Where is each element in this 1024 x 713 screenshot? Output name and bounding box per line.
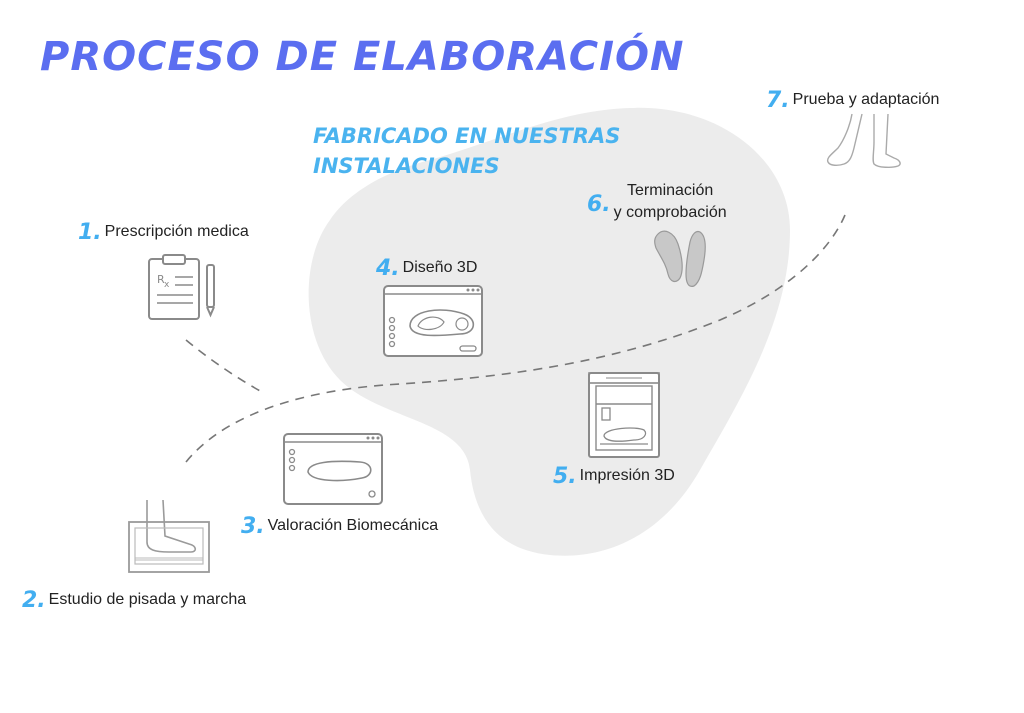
step-4-number: 4.: [376, 256, 400, 281]
step-3-text: Valoración Biomecánica: [267, 517, 439, 534]
step-6-text-line2: y comprobación: [613, 204, 727, 221]
svg-text:R: R: [157, 273, 165, 286]
step-7-number: 7.: [766, 88, 790, 113]
step-3-number: 3.: [241, 514, 265, 539]
step-1-label: 1.Prescripción medica: [78, 220, 249, 245]
step-1-number: 1.: [78, 220, 102, 245]
feet-walking-icon: [826, 113, 901, 169]
foot-scanner-icon: [128, 499, 210, 573]
step-5-text: Impresión 3D: [579, 467, 675, 484]
step-4-label: 4.Diseño 3D: [376, 256, 477, 281]
prescription-clipboard-icon: R x: [148, 254, 215, 320]
step-5-number: 5.: [553, 464, 577, 489]
svg-text:x: x: [164, 280, 170, 290]
step-4-text: Diseño 3D: [402, 259, 478, 276]
design-3d-screen-icon: [383, 285, 483, 357]
step-2-number: 2.: [22, 588, 46, 613]
step-6-label: 6. Terminación y comprobación: [587, 180, 727, 224]
step-3-label: 3.Valoración Biomecánica: [241, 514, 438, 539]
page-title: PROCESO DE ELABORACIÓN: [40, 34, 685, 80]
insoles-icon: [654, 230, 706, 287]
step-7-text: Prueba y adaptación: [792, 91, 940, 108]
biomechanics-screen-icon: [283, 433, 383, 505]
step-6-number: 6.: [587, 192, 611, 217]
step-2-label: 2.Estudio de pisada y marcha: [22, 588, 246, 613]
step-6-text-line1: Terminación: [627, 182, 714, 199]
step-7-label: 7.Prueba y adaptación: [766, 88, 939, 113]
step-1-text: Prescripción medica: [104, 223, 249, 240]
step-2-text: Estudio de pisada y marcha: [48, 591, 247, 608]
page-subtitle: FABRICADO EN NUESTRAS INSTALACIONES: [313, 124, 621, 178]
3d-printer-icon: [588, 372, 660, 458]
step-5-label: 5.Impresión 3D: [553, 464, 675, 489]
